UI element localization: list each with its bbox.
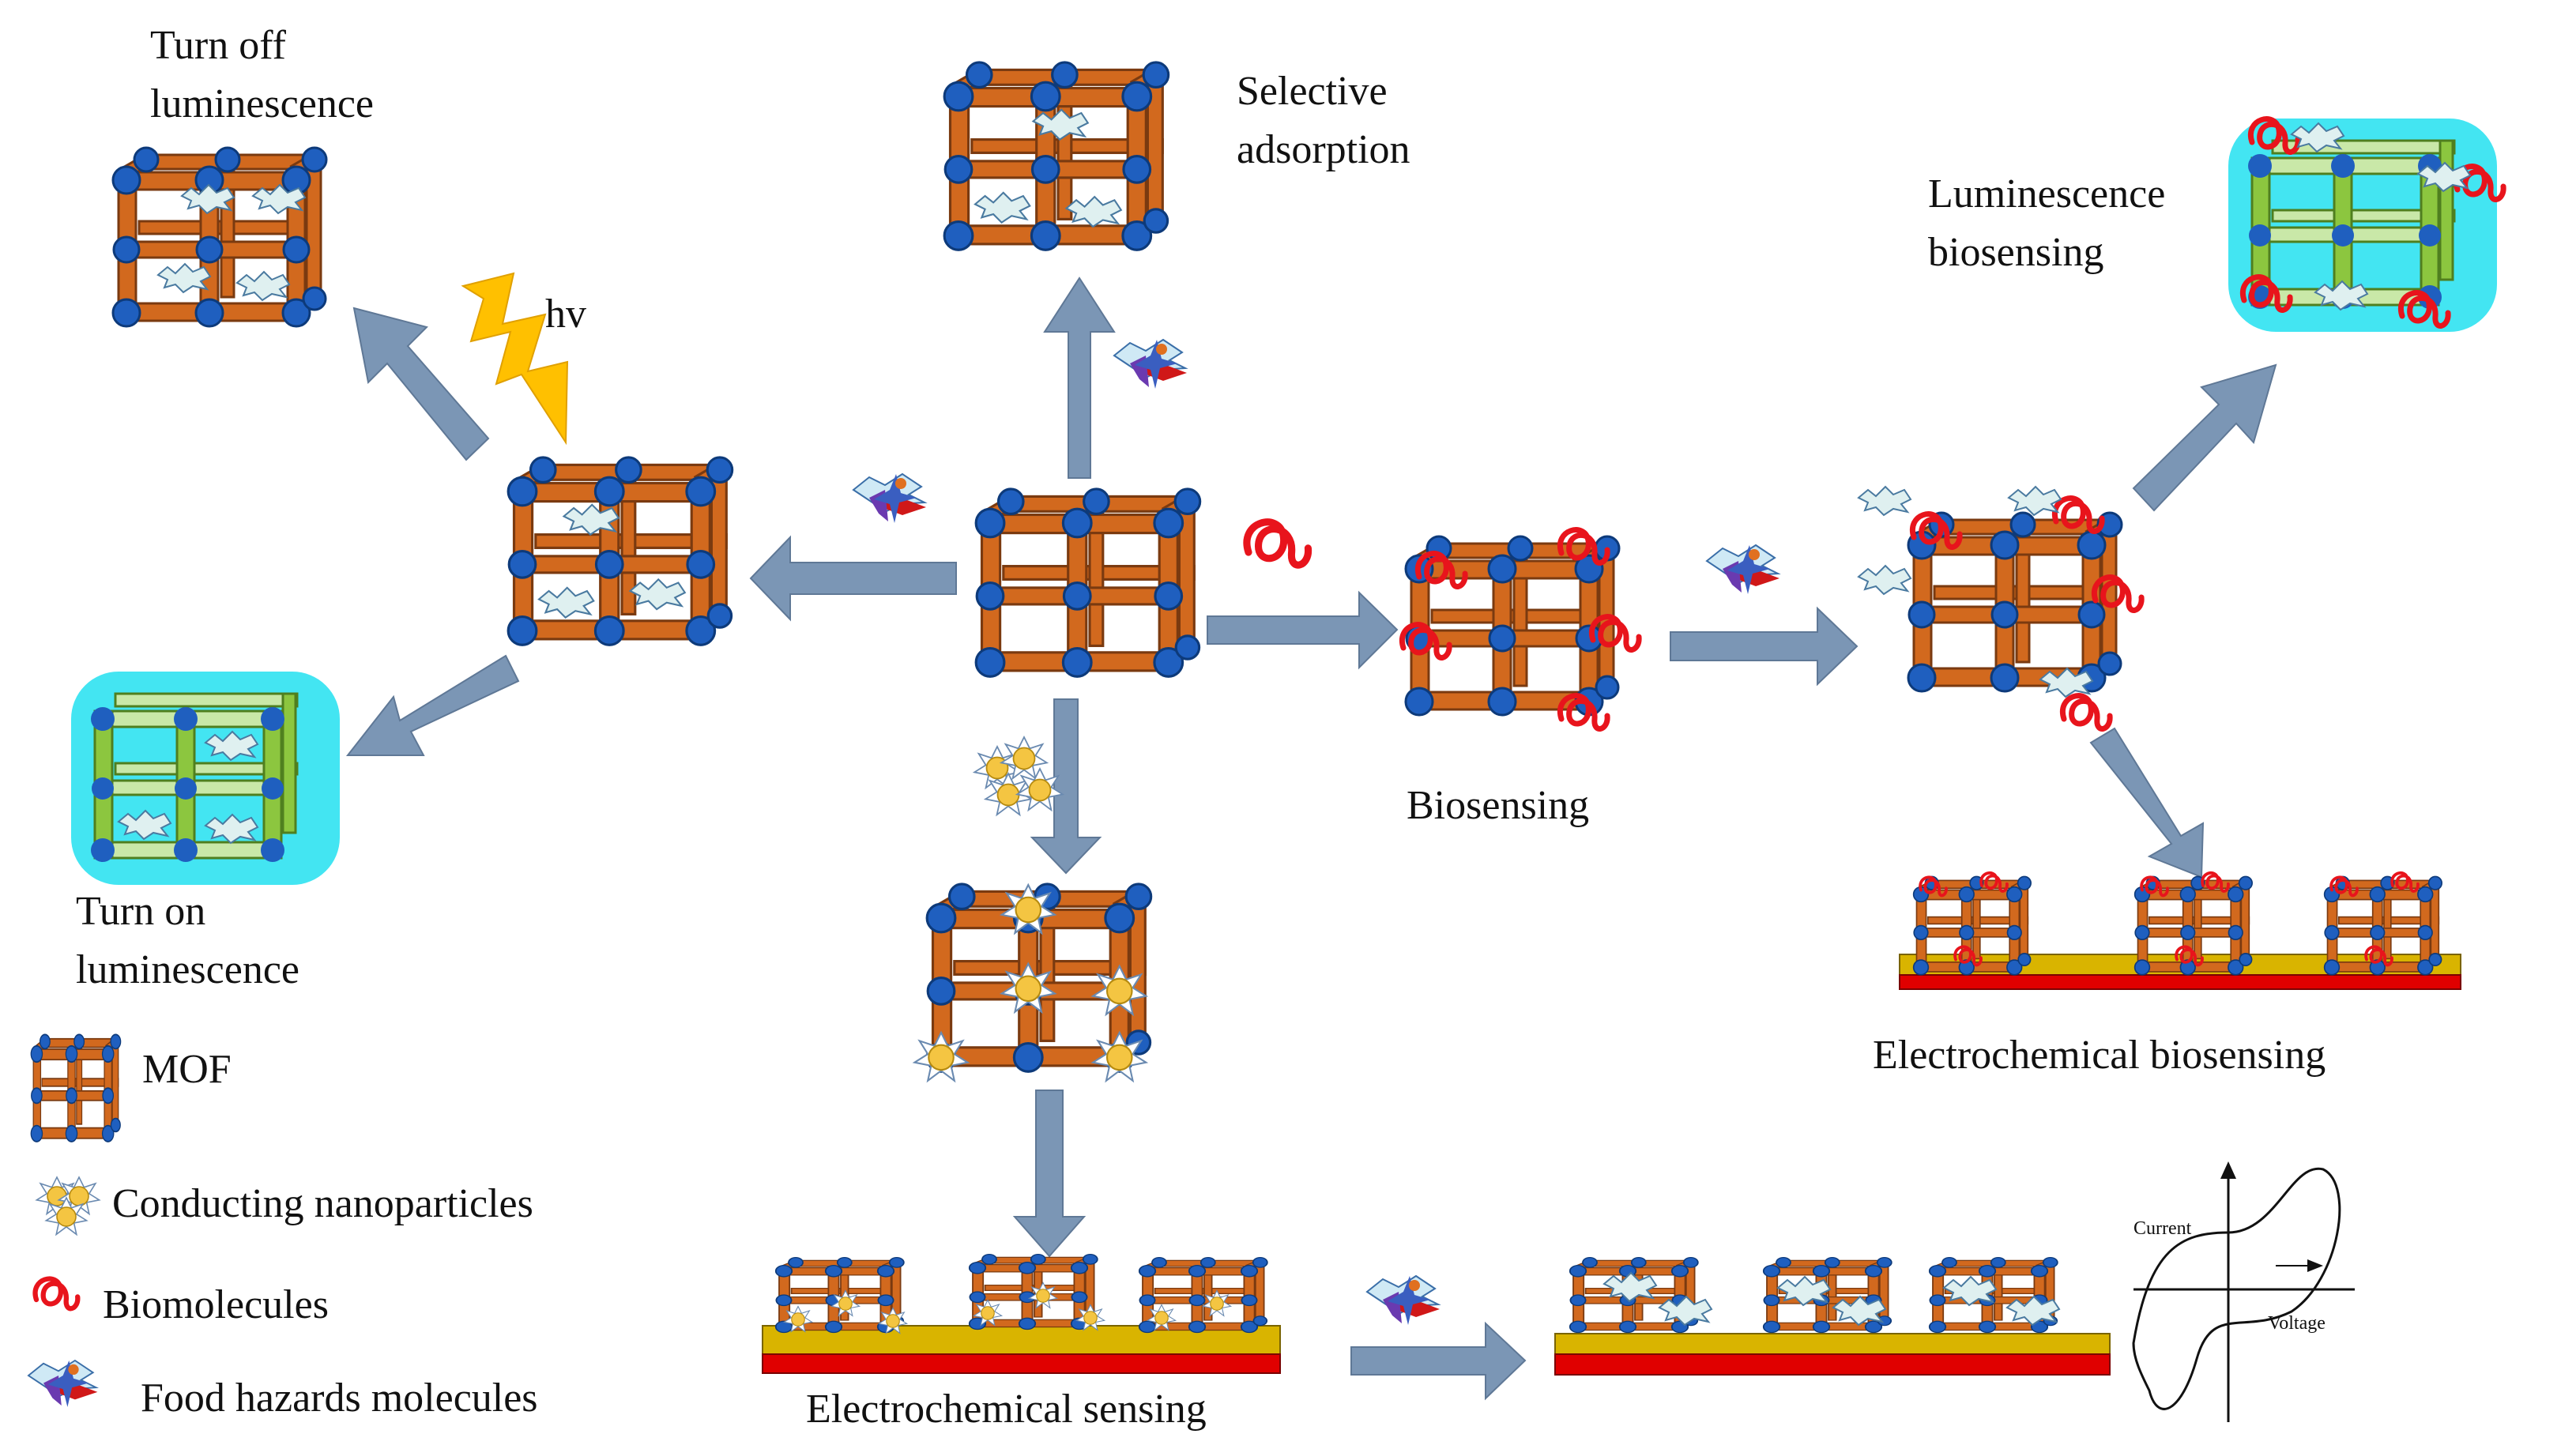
nanoparticle-cluster: [974, 736, 1064, 816]
label-lum-bio-2: biosensing: [1928, 230, 2103, 275]
label-biosensing: Biosensing: [1407, 783, 1589, 828]
label-turn-on-2: luminescence: [76, 947, 299, 992]
label-selective-1: Selective: [1237, 69, 1388, 114]
arrow-left-center: [749, 535, 957, 622]
label-turn-off-2: luminescence: [150, 81, 374, 126]
arrow-down-electrode: [1012, 1090, 1087, 1258]
mof-turn-off: [111, 146, 328, 328]
mof-turn-on: [70, 670, 341, 886]
mof-bio-hazard: [1858, 486, 2141, 728]
label-selective-2: adsorption: [1237, 127, 1410, 172]
arrow-right-biosensing-2: [1670, 606, 1859, 687]
arrows: [345, 277, 2277, 1401]
mof-center: [974, 487, 1202, 678]
electrode-biosensing: [1899, 871, 2461, 990]
cv-plot: Current Voltage: [2132, 1161, 2355, 1422]
legend: MOF Conducting nanoparticles Biomolecule…: [28, 1033, 538, 1421]
arrow-down-nanoparticles: [1030, 698, 1102, 875]
mof-biosensing: [1402, 530, 1639, 729]
mof-left-loaded: [507, 456, 734, 646]
hazard-biosensing: [1706, 544, 1780, 595]
lightning-icon: [461, 272, 569, 446]
label-electrochem-sensing: Electrochemical sensing: [806, 1387, 1207, 1432]
hazard-above-center: [1113, 339, 1188, 390]
mof-selective: [943, 61, 1170, 251]
electrode-sensing-loaded: [1554, 1256, 2111, 1376]
arrow-lum-biosensing: [2132, 363, 2277, 512]
cv-curve: [2132, 1167, 2341, 1410]
arrow-turn-on: [345, 654, 520, 756]
legend-hazard-icon: [28, 1360, 99, 1408]
biomolecule-near-center: [1247, 522, 1309, 565]
mof-nanoparticles: [913, 883, 1153, 1082]
label-electrochem-bio: Electrochemical biosensing: [1873, 1033, 2326, 1078]
label-lum-bio-1: Luminescence: [1928, 171, 2165, 216]
hazard-near-center: [853, 473, 927, 524]
legend-biomolecule-icon: [36, 1279, 78, 1309]
label-hv: hv: [545, 292, 586, 337]
arrow-up-selective: [1043, 277, 1116, 479]
label-cv-voltage: Voltage: [2268, 1313, 2326, 1334]
electrode-sensing: [762, 1253, 1281, 1374]
label-turn-on-1: Turn on: [76, 889, 205, 934]
arrow-right-biosensing: [1207, 590, 1399, 670]
legend-nanoparticles-label: Conducting nanoparticles: [112, 1181, 533, 1226]
legend-biomolecules-label: Biomolecules: [103, 1282, 329, 1327]
mof-lum-biosensing: [2227, 119, 2503, 333]
arrow-turn-off: [352, 307, 490, 461]
hazard-bottom: [1366, 1275, 1441, 1326]
label-cv-current: Current: [2133, 1218, 2192, 1239]
arrow-right-bottom: [1350, 1321, 1527, 1401]
legend-mof-label: MOF: [142, 1047, 232, 1092]
legend-hazards-label: Food hazards molecules: [141, 1376, 538, 1421]
label-turn-off-1: Turn off: [150, 23, 287, 68]
legend-nanoparticle-icon: [36, 1176, 100, 1236]
legend-mof-icon: [30, 1033, 122, 1142]
arrow-electrochem-bio: [2089, 727, 2205, 879]
